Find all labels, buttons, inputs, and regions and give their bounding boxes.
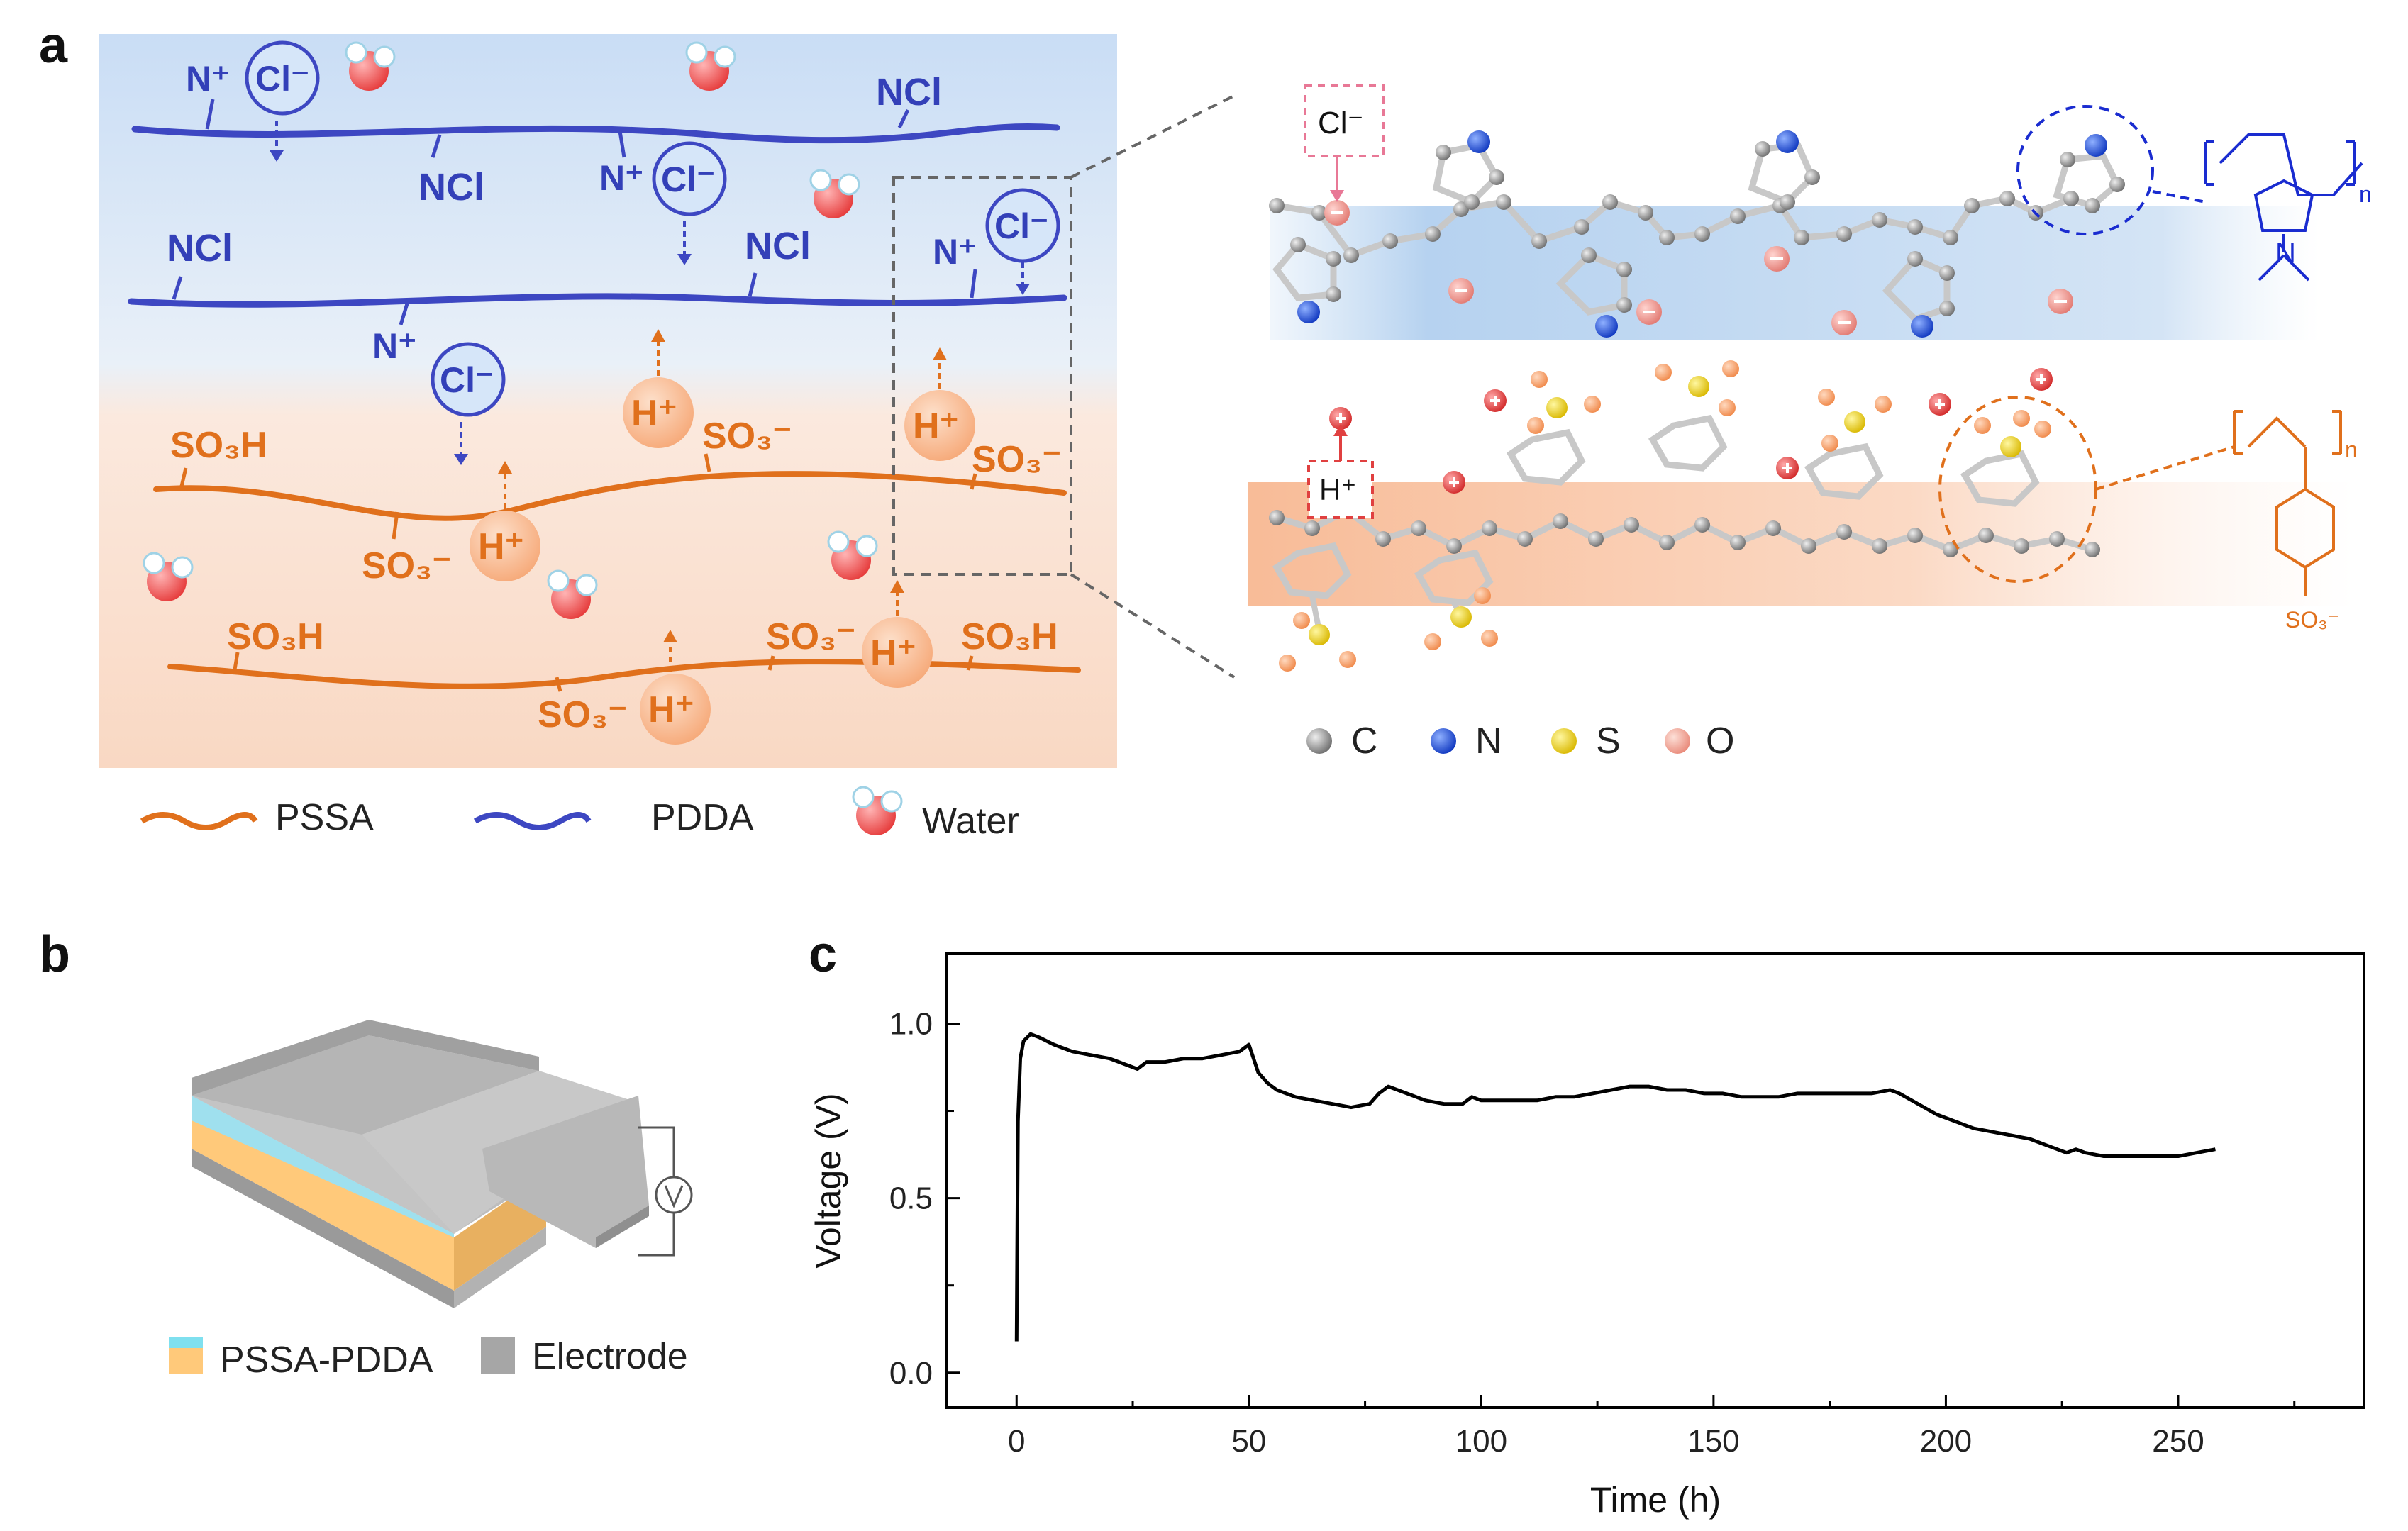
h-box-label: H⁺ xyxy=(1319,473,1357,506)
ncl-label: NCl xyxy=(167,227,233,269)
repeat-n-blue: n xyxy=(2359,182,2372,207)
pdda-nitrogen-atoms xyxy=(1297,130,2107,338)
y-tick-label: 1.0 xyxy=(889,1006,933,1041)
panel-a-legend: PSSA PDDA Water xyxy=(140,786,1019,842)
h-plus-ion-5: H⁺ xyxy=(640,630,711,745)
n-plus-cl-pair-2: N⁺ Cl⁻ xyxy=(599,130,727,265)
device-illustration xyxy=(192,1020,693,1308)
n-plus-label: N⁺ xyxy=(933,232,977,272)
ncl-label: NCl xyxy=(745,225,811,267)
h-plus-label: H⁺ xyxy=(870,633,916,674)
y-tick-label: 0.0 xyxy=(889,1356,933,1391)
so3h-label: SO₃H xyxy=(227,616,324,657)
h-plus-ion-4: H⁺ xyxy=(862,580,933,688)
so3h-label: SO₃H xyxy=(961,616,1058,657)
repeat-n-orange: n xyxy=(2345,437,2358,462)
y-axis-label: Voltage (V) xyxy=(809,1093,848,1268)
legend-water-label: Water xyxy=(922,801,1019,842)
x-tick-label: 0 xyxy=(1008,1424,1025,1459)
ncl-label: NCl xyxy=(418,166,484,208)
so3-minus-label: SO₃⁻ xyxy=(766,616,856,657)
n-plus-cl-pair-4: N⁺ Cl⁻ xyxy=(372,301,506,465)
chloride-ions xyxy=(1324,200,2073,335)
proton-ions xyxy=(1329,368,2053,494)
pdda-chain-1 xyxy=(131,123,1060,144)
atom-legend-o: O xyxy=(1706,720,1734,762)
cl-minus-ion xyxy=(245,40,320,116)
n-plus-label: N⁺ xyxy=(186,59,231,99)
ncl-label: NCl xyxy=(876,71,942,113)
atom-legend-s: S xyxy=(1596,720,1621,762)
h-plus-label: H⁺ xyxy=(631,393,677,434)
sulfonate-groups xyxy=(1279,360,2051,672)
h-plus-callout: H⁺ xyxy=(1307,424,1374,519)
panel-b-legend: PSSA-PDDA Electrode xyxy=(169,1336,688,1381)
legend-pssa-label: PSSA xyxy=(275,797,374,838)
cl-minus-ion xyxy=(652,141,727,216)
voltage-chart: 0 50 100 150 200 250 0.0 0.5 1.0 Time (h) Voltag… xyxy=(809,952,2365,1520)
cl-minus-label: Cl⁻ xyxy=(255,59,309,99)
cl-box-label: Cl⁻ xyxy=(1318,106,1364,140)
so3-minus-label: SO₃⁻ xyxy=(702,416,792,457)
voltage-series-line xyxy=(1014,1032,2216,1342)
h-plus-label: H⁺ xyxy=(648,689,694,730)
zoom-box xyxy=(892,176,1072,576)
pdda-chain-2 xyxy=(128,293,1067,308)
pssa-chain-1 xyxy=(153,471,1067,521)
panel-label-c: c xyxy=(809,926,837,983)
so3-minus-label: SO₃⁻ xyxy=(972,439,1062,480)
y-tick-label: 0.5 xyxy=(889,1181,933,1216)
n-plus-label: N⁺ xyxy=(599,158,644,198)
x-tick-label: 200 xyxy=(1920,1424,1972,1459)
n-plus-cl-pair-3: N⁺ Cl⁻ xyxy=(933,188,1060,299)
n-plus-label: N⁺ xyxy=(372,326,417,366)
cl-minus-label: Cl⁻ xyxy=(440,360,494,400)
atom-legend-n: N xyxy=(1475,720,1502,762)
chart-frame xyxy=(945,952,2365,1409)
x-axis-label: Time (h) xyxy=(1590,1480,1721,1520)
cl-minus-label: Cl⁻ xyxy=(661,160,715,199)
legend-electrode-label: Electrode xyxy=(532,1336,688,1377)
pdda-structure-formula xyxy=(2204,133,2363,282)
h-plus-label: H⁺ xyxy=(913,406,959,447)
so3h-label: SO₃H xyxy=(170,425,267,466)
h-plus-ion-1: H⁺ xyxy=(623,329,694,448)
x-tick-label: 150 xyxy=(1687,1424,1739,1459)
pdda-repeat-highlight xyxy=(2016,105,2154,235)
pssa-group-labels: SO₃H SO₃⁻ SO₃⁻ SO₃⁻ SO₃H SO₃⁻ SO₃⁻ SO₃H xyxy=(170,416,1062,735)
x-tick-label: 100 xyxy=(1455,1424,1507,1459)
x-tick-label: 250 xyxy=(2152,1424,2204,1459)
cl-minus-label: Cl⁻ xyxy=(994,206,1048,246)
legend-pssa-pdda-label: PSSA-PDDA xyxy=(220,1340,433,1381)
atom-legend-c: C xyxy=(1351,720,1378,762)
so3-minus-label: SO₃⁻ xyxy=(538,694,628,735)
so3-minus-label: SO₃⁻ xyxy=(362,545,452,586)
h-plus-label: H⁺ xyxy=(478,526,524,567)
panel-label-b: b xyxy=(39,926,70,983)
panel-label-a: a xyxy=(39,17,68,74)
n-plus-cl-pair-1: N⁺ Cl⁻ xyxy=(186,40,320,162)
legend-water-icon xyxy=(852,786,903,837)
n-center-label: N xyxy=(2275,238,2296,269)
so3-struct-label: SO₃⁻ xyxy=(2285,607,2339,633)
h-plus-ion-2: H⁺ xyxy=(904,347,975,461)
cl-minus-ion xyxy=(985,188,1060,263)
pdda-ncl-labels: NCl NCl NCl NCl xyxy=(167,71,942,300)
x-tick-label: 50 xyxy=(1231,1424,1266,1459)
h-plus-ion-3: H⁺ xyxy=(470,461,540,581)
pssa-structure-formula xyxy=(2233,410,2342,596)
atom-legend: C N S O xyxy=(1306,720,1734,762)
cl-minus-ion xyxy=(431,342,506,417)
legend-pdda-label: PDDA xyxy=(651,797,754,838)
cl-minus-callout: Cl⁻ xyxy=(1304,84,1385,202)
